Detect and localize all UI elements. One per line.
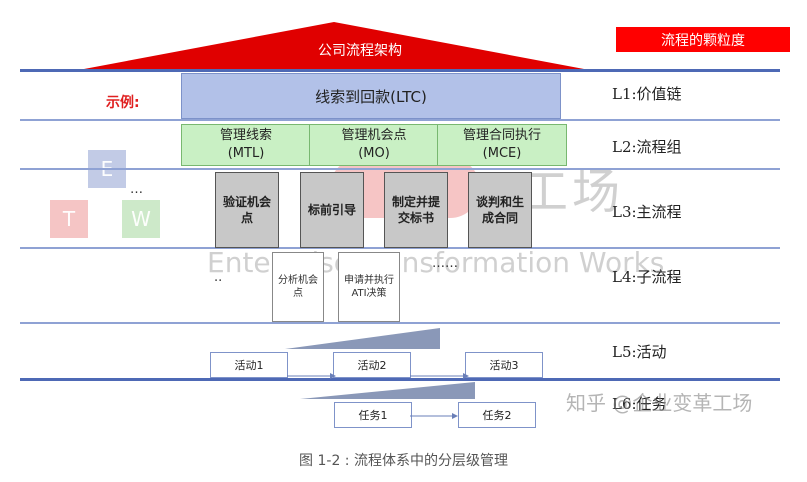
activity-box-2: 活动2 bbox=[333, 352, 411, 378]
l3-text: 标前引导 bbox=[307, 203, 356, 217]
l2-box-mtl: 管理线索 (MTL) bbox=[181, 124, 311, 166]
activity-arrows bbox=[287, 373, 469, 379]
level-label-l4: L4:子流程 bbox=[612, 268, 682, 286]
l3-text: 谈判和生成合同 bbox=[475, 195, 524, 225]
separator-l4-l5 bbox=[20, 322, 780, 324]
l1-ltc-box: 线索到回款(LTC) bbox=[181, 73, 561, 119]
l3-ellipsis: … bbox=[130, 182, 143, 197]
activity-text: 活动2 bbox=[357, 359, 387, 372]
l3-box-pre-bid: 标前引导 bbox=[300, 172, 364, 248]
activity-text: 活动1 bbox=[234, 359, 264, 372]
watermark-zhihu: 知乎 @企业变革工场 bbox=[566, 391, 753, 415]
l6-triangle bbox=[300, 382, 475, 399]
l2-code: (MTL) bbox=[227, 146, 265, 161]
l5-triangle bbox=[285, 328, 440, 349]
l2-code: (MCE) bbox=[482, 146, 522, 161]
l1-ltc-text: 线索到回款(LTC) bbox=[315, 87, 427, 106]
level-label-l5: L5:活动 bbox=[612, 343, 667, 361]
l2-box-mo: 管理机会点 (MO) bbox=[309, 124, 439, 166]
l4-ellipsis-left: .. bbox=[214, 270, 223, 285]
separator-l3-l4 bbox=[20, 247, 780, 249]
l4-box-analyze: 分析机会点 bbox=[272, 252, 324, 322]
separator-top bbox=[20, 69, 780, 72]
task-text: 任务1 bbox=[358, 409, 388, 422]
task-arrow bbox=[410, 413, 458, 419]
l2-box-mce: 管理合同执行 (MCE) bbox=[437, 124, 567, 166]
l2-name: 管理机会点 bbox=[341, 128, 407, 143]
l2-name: 管理线索 bbox=[219, 128, 272, 143]
l2-name: 管理合同执行 bbox=[462, 128, 541, 143]
activity-text: 活动3 bbox=[489, 359, 519, 372]
figure-caption: 图 1-2 : 流程体系中的分层级管理 bbox=[299, 453, 508, 469]
task-box-2: 任务2 bbox=[458, 402, 536, 428]
task-text: 任务2 bbox=[482, 409, 512, 422]
activity-box-3: 活动3 bbox=[465, 352, 543, 378]
level-label-l2: L2:流程组 bbox=[612, 138, 682, 156]
l4-box-ati: 申请并执行ATI决策 bbox=[338, 252, 400, 322]
l3-text: 验证机会点 bbox=[222, 195, 271, 225]
level-label-l3: L3:主流程 bbox=[612, 203, 682, 221]
l4-text: 申请并执行ATI决策 bbox=[344, 275, 394, 299]
example-label: 示例: bbox=[106, 95, 140, 111]
separator-l2-l3 bbox=[20, 168, 780, 170]
l3-box-submit-bid: 制定并提交标书 bbox=[384, 172, 448, 248]
l3-box-validate: 验证机会点 bbox=[215, 172, 279, 248]
separator-l1-l2 bbox=[20, 119, 780, 121]
separator-l5-l6 bbox=[20, 378, 780, 381]
task-box-1: 任务1 bbox=[334, 402, 412, 428]
l4-text: 分析机会点 bbox=[278, 275, 318, 299]
watermark-tile-t: T bbox=[50, 200, 88, 238]
activity-box-1: 活动1 bbox=[210, 352, 288, 378]
watermark-big-text: 工场 bbox=[520, 164, 625, 220]
roof-triangle bbox=[84, 22, 584, 69]
granularity-label: 流程的颗粒度 bbox=[616, 27, 790, 52]
l4-ellipsis-right: …… bbox=[432, 256, 458, 271]
l3-box-negotiate: 谈判和生成合同 bbox=[468, 172, 532, 248]
level-label-l1: L1:价值链 bbox=[612, 85, 682, 103]
roof-title: 公司流程架构 bbox=[318, 43, 402, 59]
watermark-tile-w: W bbox=[122, 200, 160, 238]
level-label-l6: L6:任务 bbox=[612, 395, 667, 413]
l2-code: (MO) bbox=[358, 146, 390, 161]
l3-text: 制定并提交标书 bbox=[391, 195, 440, 225]
